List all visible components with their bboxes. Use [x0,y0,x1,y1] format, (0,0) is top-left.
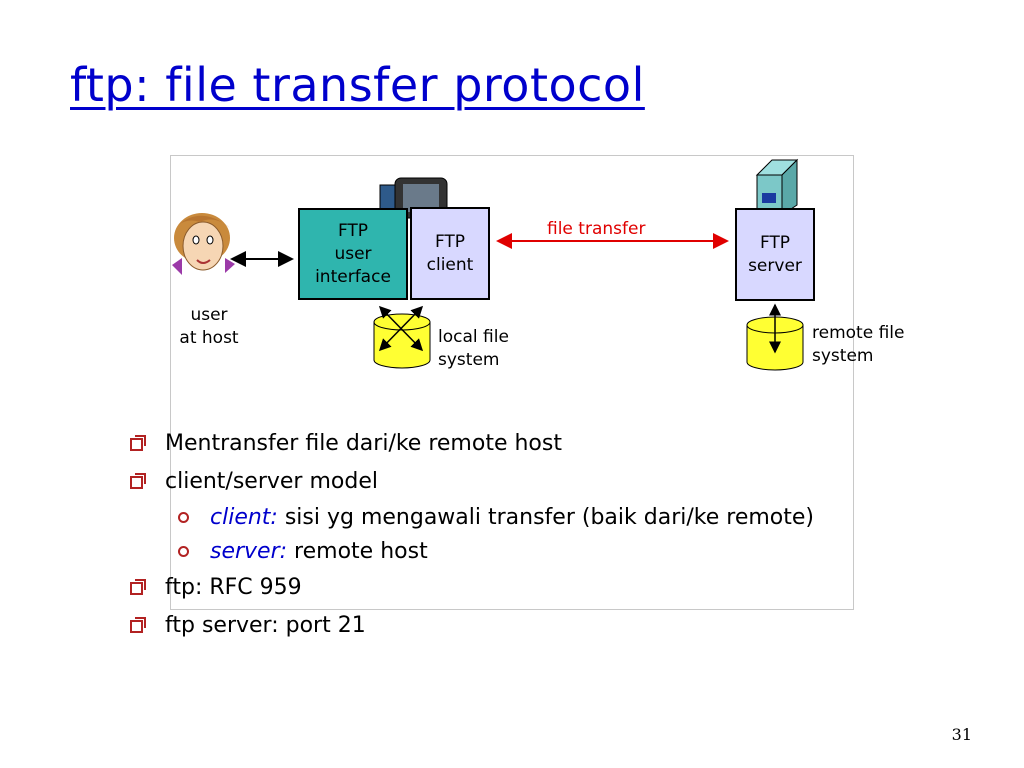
bullet-item: Mentransfer file dari/ke remote host [130,425,850,463]
local-disk-icon [373,313,431,369]
diagram-frame [170,155,854,610]
sub-bullet-item: client: sisi yg mengawali transfer (baik… [130,501,850,535]
ftp-user-interface-line: FTP [337,220,369,241]
ftp-user-interface-box: FTP user interface [298,208,408,300]
ftp-user-interface-line: user [334,243,372,264]
bullet-item: ftp: RFC 959 [130,569,850,607]
slide-title: ftp: file transfer protocol [70,58,645,112]
bullet-item: client/server model [130,463,850,501]
square-bullet-icon [130,435,146,451]
user-at-host-label: user at host [173,304,245,350]
sub-bullet-text: remote host [287,539,428,564]
circle-bullet-icon [178,546,189,557]
bullet-item: ftp server: port 21 [130,607,850,645]
ftp-user-interface-line: interface [315,266,391,287]
bullet-list: Mentransfer file dari/ke remote host cli… [130,425,850,645]
sub-bullet-term: server: [210,539,288,564]
sub-bullet-term: client: [210,505,278,530]
remote-file-system-label: remote file system [812,322,904,368]
sub-bullet-item: server: remote host [130,535,850,569]
ftp-client-line: FTP [434,231,466,252]
bullet-text: ftp server: port 21 [165,613,366,638]
local-disk-arrow-2 [378,305,424,352]
circle-bullet-icon [178,512,189,523]
local-fs-line: local file [438,327,509,347]
user-avatar-icon [172,213,235,275]
square-bullet-icon [130,579,146,595]
local-file-system-label: local file system [438,326,509,372]
remote-fs-line: remote file [812,323,905,343]
ftp-server-box: FTP server [735,208,815,301]
client-monitor-icon [377,177,448,246]
remote-fs-line: system [812,346,874,366]
bullet-text: Mentransfer file dari/ke remote host [165,431,562,456]
square-bullet-icon [130,617,146,633]
bullet-text: ftp: RFC 959 [165,575,302,600]
bullet-text: client/server model [165,469,378,494]
user-label-line: user [190,305,228,325]
ftp-server-line: FTP [759,232,791,253]
sub-bullet-text: sisi yg mengawali transfer (baik dari/ke… [277,505,814,530]
user-label-line: at host [179,328,239,348]
ftp-server-line: server [748,255,802,276]
ftp-client-line: client [426,254,474,275]
server-tower-icon [755,158,799,216]
square-bullet-icon [130,473,146,489]
file-transfer-label: file transfer [547,219,646,239]
page-number: 31 [951,725,972,744]
local-fs-line: system [438,350,500,370]
ftp-client-box: FTP client [410,207,490,300]
